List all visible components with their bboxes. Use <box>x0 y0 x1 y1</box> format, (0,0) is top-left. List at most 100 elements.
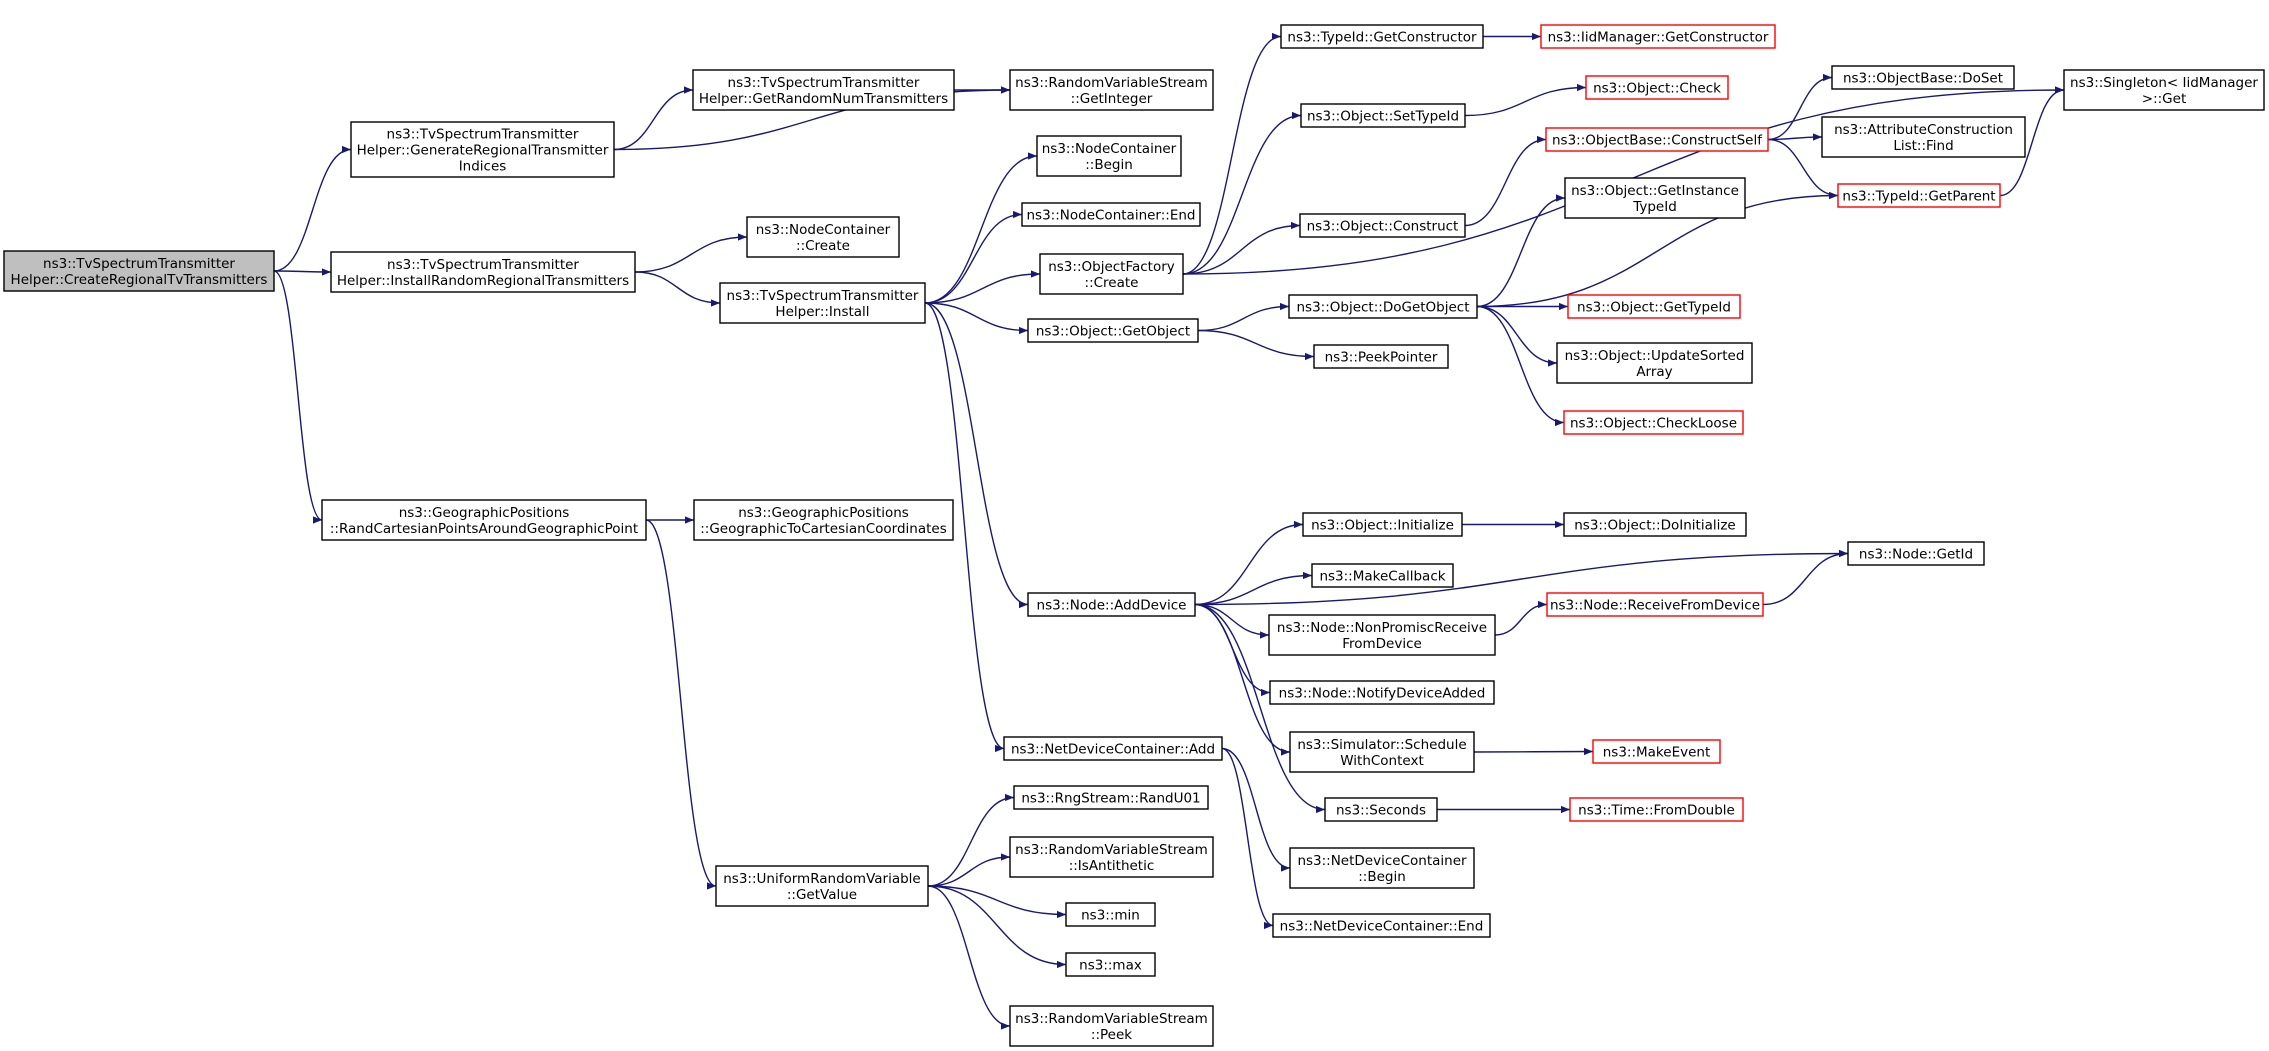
function-node-label: ns3::TypeId::GetConstructor <box>1287 30 1477 46</box>
function-node-installRandom[interactable]: ns3::TvSpectrumTransmitterHelper::Instal… <box>330 251 636 293</box>
function-node-label: ::Peek <box>1091 1027 1132 1043</box>
function-node-objCheckLoose[interactable]: ns3::Object::CheckLoose <box>1563 410 1744 435</box>
function-node-objDoGetObject[interactable]: ns3::Object::DoGetObject <box>1288 294 1478 319</box>
function-node-box <box>1302 512 1463 537</box>
function-node-objSetTypeId[interactable]: ns3::Object::SetTypeId <box>1300 103 1466 128</box>
function-node-rvsPeek[interactable]: ns3::RandomVariableStream::Peek <box>1009 1005 1214 1047</box>
function-node-label: ns3::PeekPointer <box>1325 350 1438 366</box>
function-node-box <box>1313 344 1449 369</box>
function-node-createRegional[interactable]: ns3::TvSpectrumTransmitterHelper::Create… <box>3 250 275 292</box>
function-node-label: ns3::Node::GetId <box>1859 547 1973 563</box>
function-node-objCheck[interactable]: ns3::Object::Check <box>1585 75 1729 100</box>
function-node-peekPointer[interactable]: ns3::PeekPointer <box>1313 344 1449 369</box>
function-node-box <box>1065 902 1156 927</box>
function-node-box <box>330 251 636 293</box>
function-node-box <box>1821 116 2026 158</box>
function-node-ndcAdd[interactable]: ns3::NetDeviceContainer::Add <box>1003 736 1223 761</box>
function-node-makeCallback[interactable]: ns3::MakeCallback <box>1311 563 1454 588</box>
call-edge-objSetTypeId-to-objCheck <box>1464 83 1587 117</box>
function-node-box <box>1569 797 1744 822</box>
function-node-iidGetCtor[interactable]: ns3::IidManager::GetConstructor <box>1540 24 1776 49</box>
function-node-label: ns3::Object::CheckLoose <box>1570 416 1737 432</box>
function-node-box <box>1592 739 1721 764</box>
function-node-label: ns3::Singleton< IidManager <box>2070 75 2258 91</box>
function-node-box <box>1021 202 1201 227</box>
call-edge-urvGetValue-to-rvsPeek <box>927 885 1011 1030</box>
function-node-label: WithContext <box>1340 753 1424 769</box>
function-node-ndcBegin[interactable]: ns3::NetDeviceContainer::Begin <box>1289 847 1475 889</box>
call-edge-ndcAdd-to-ndcBegin <box>1221 747 1291 872</box>
function-node-ncBegin[interactable]: ns3::NodeContainer::Begin <box>1036 135 1182 177</box>
function-node-label: ::Begin <box>1085 157 1133 173</box>
function-node-rvsIsAntithetic[interactable]: ns3::RandomVariableStream::IsAntithetic <box>1009 836 1214 878</box>
function-node-ncCreate[interactable]: ns3::NodeContainer::Create <box>746 216 900 258</box>
function-node-typeIdGetCtor[interactable]: ns3::TypeId::GetConstructor <box>1280 24 1484 49</box>
function-node-label: ns3::TvSpectrumTransmitter <box>728 75 920 91</box>
function-node-typeIdGetParent[interactable]: ns3::TypeId::GetParent <box>1837 183 2001 208</box>
call-edge-gpRandCartesian-to-urvGetValue <box>645 519 717 890</box>
function-node-box <box>1269 680 1495 705</box>
function-node-label: ns3::GeographicPositions <box>738 505 909 521</box>
function-node-ncEnd[interactable]: ns3::NodeContainer::End <box>1021 202 1201 227</box>
function-node-label: ns3::Object::GetObject <box>1036 324 1190 340</box>
function-node-label: ns3::min <box>1081 908 1140 924</box>
function-node-obConstructSelf[interactable]: ns3::ObjectBase::ConstructSelf <box>1545 127 1769 152</box>
function-node-timeFromDouble[interactable]: ns3::Time::FromDouble <box>1569 797 1744 822</box>
function-node-helperInstall[interactable]: ns3::TvSpectrumTransmitterHelper::Instal… <box>719 282 926 324</box>
function-node-label: Indices <box>459 159 507 175</box>
function-node-nodeNotifyDeviceAdded[interactable]: ns3::Node::NotifyDeviceAdded <box>1269 680 1495 705</box>
call-edge-nodeNonPromisc-to-nodeReceiveFromDevice <box>1494 600 1548 636</box>
call-edge-helperInstall-to-ofCreate <box>924 270 1041 304</box>
function-node-makeEvent[interactable]: ns3::MakeEvent <box>1592 739 1721 764</box>
function-node-singletonGet[interactable]: ns3::Singleton< IidManager>::Get <box>2063 69 2265 111</box>
call-edge-nodeAddDevice-to-objInitialize <box>1194 520 1304 606</box>
function-node-nodeReceiveFromDevice[interactable]: ns3::Node::ReceiveFromDevice <box>1546 592 1764 617</box>
function-node-seconds[interactable]: ns3::Seconds <box>1324 797 1438 822</box>
function-node-label: ns3::NodeContainer <box>756 222 891 238</box>
function-node-box <box>1556 342 1753 384</box>
function-node-label: ::Create <box>796 238 850 254</box>
function-node-label: ns3::ObjectBase::ConstructSelf <box>1552 133 1763 149</box>
function-node-box <box>1013 785 1209 810</box>
function-node-label: ns3::UniformRandomVariable <box>723 871 921 887</box>
function-node-box <box>1585 75 1729 100</box>
function-node-ofCreate[interactable]: ns3::ObjectFactory::Create <box>1039 253 1184 295</box>
function-node-generateIndices[interactable]: ns3::TvSpectrumTransmitterHelper::Genera… <box>350 121 615 178</box>
function-node-urvGetValue[interactable]: ns3::UniformRandomVariable::GetValue <box>715 865 929 907</box>
function-node-rvsGetInteger[interactable]: ns3::RandomVariableStream::GetInteger <box>1009 69 1214 111</box>
function-node-box <box>1288 294 1478 319</box>
function-node-min[interactable]: ns3::min <box>1065 902 1156 927</box>
function-node-max[interactable]: ns3::max <box>1065 952 1156 977</box>
function-node-box <box>1009 1005 1214 1047</box>
function-node-getRandomNum[interactable]: ns3::TvSpectrumTransmitterHelper::GetRan… <box>692 69 955 111</box>
function-node-objDoInitialize[interactable]: ns3::Object::DoInitialize <box>1563 512 1747 537</box>
function-node-objConstruct[interactable]: ns3::Object::Construct <box>1299 213 1466 238</box>
function-node-objInitialize[interactable]: ns3::Object::Initialize <box>1302 512 1463 537</box>
call-edge-nodeAddDevice-to-nodeGetId <box>1194 549 1849 606</box>
function-node-label: ns3::RngStream::RandU01 <box>1021 791 1200 807</box>
function-node-ndcEnd[interactable]: ns3::NetDeviceContainer::End <box>1272 913 1491 938</box>
call-edge-objGetObject-to-objDoGetObject <box>1197 302 1290 332</box>
function-node-box <box>1272 913 1491 938</box>
function-node-label: ns3::TvSpectrumTransmitter <box>387 257 579 273</box>
function-node-nodeAddDevice[interactable]: ns3::Node::AddDevice <box>1027 592 1196 617</box>
function-node-label: ns3::MakeCallback <box>1319 569 1445 585</box>
function-node-objGetObject[interactable]: ns3::Object::GetObject <box>1027 318 1199 343</box>
function-node-label: ::GetValue <box>787 887 857 903</box>
function-node-rngRandU01[interactable]: ns3::RngStream::RandU01 <box>1013 785 1209 810</box>
call-edge-nodeReceiveFromDevice-to-nodeGetId <box>1762 549 1849 606</box>
function-node-box <box>1300 103 1466 128</box>
function-node-label: ::GetInteger <box>1071 91 1153 107</box>
call-edge-objGetObject-to-peekPointer <box>1197 329 1315 361</box>
function-node-gpRandCartesian[interactable]: ns3::GeographicPositions::RandCartesianP… <box>321 499 647 541</box>
function-node-gpGeoToCart[interactable]: ns3::GeographicPositions::GeographicToCa… <box>693 499 954 541</box>
function-node-nodeGetId[interactable]: ns3::Node::GetId <box>1847 541 1985 566</box>
function-node-objGetTypeId[interactable]: ns3::Object::GetTypeId <box>1567 294 1741 319</box>
function-node-obDoSet[interactable]: ns3::ObjectBase::DoSet <box>1831 65 2015 90</box>
